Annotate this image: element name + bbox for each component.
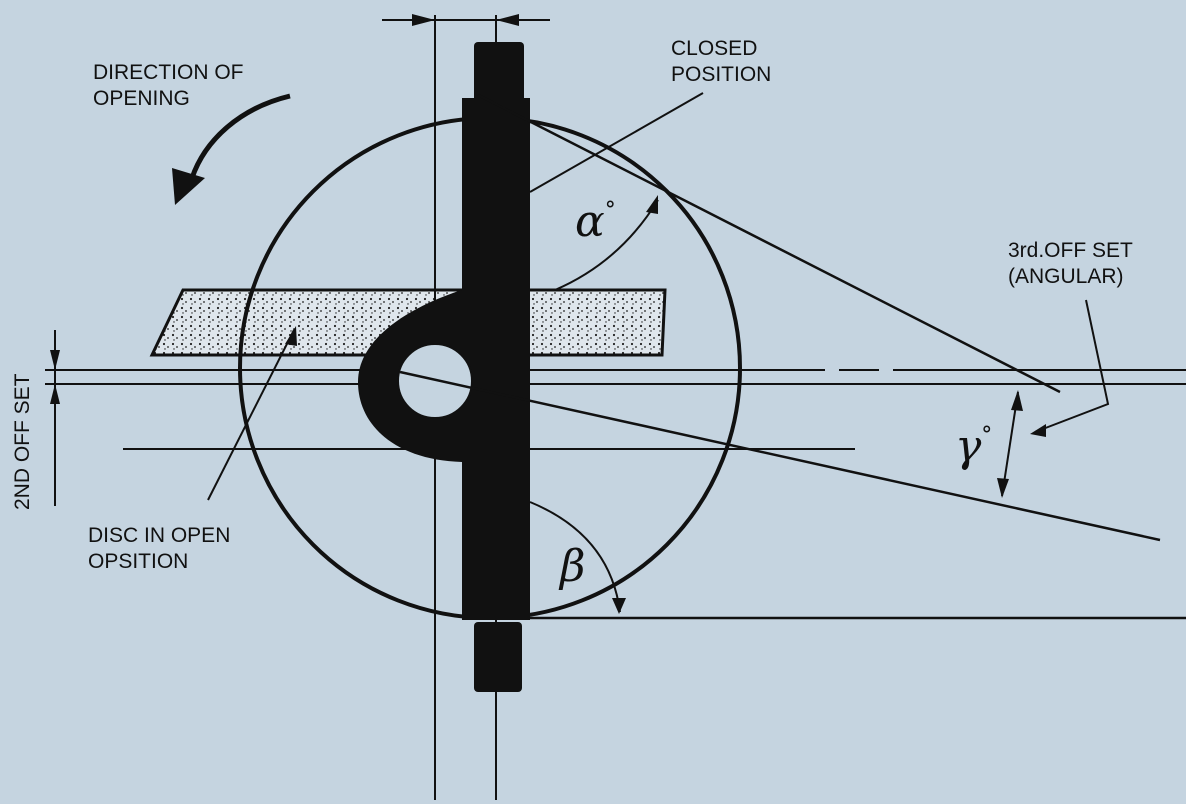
3rd-offset-leader bbox=[1034, 299, 1110, 433]
2nd-offset-arrow-top bbox=[50, 350, 60, 370]
disc-open-label: DISC IN OPEN OPSITION bbox=[88, 523, 230, 575]
3rd-offset-leader-arrow bbox=[1030, 424, 1046, 437]
beta-arrow bbox=[612, 598, 626, 614]
gamma-symbol: γ° bbox=[955, 425, 992, 469]
alpha-arc bbox=[554, 199, 659, 291]
disc-open-leader bbox=[207, 329, 295, 501]
gamma-line bbox=[399, 370, 1161, 542]
alpha-arrow bbox=[646, 195, 658, 214]
direction-arrow-head bbox=[172, 168, 205, 205]
alpha-symbol: α° bbox=[575, 200, 616, 244]
alpha-degree: ° bbox=[604, 198, 616, 223]
direction-label: DIRECTION OF OPENING bbox=[93, 60, 244, 112]
disc-open-label-line1: DISC IN OPEN bbox=[88, 524, 231, 547]
2nd-offset-arrow-bottom bbox=[50, 384, 60, 404]
dim-arrow-right bbox=[496, 14, 519, 26]
closed-label-line2: POSITION bbox=[671, 63, 772, 86]
gamma-degree: ° bbox=[981, 423, 993, 448]
third-offset-label-line2: (ANGULAR) bbox=[1008, 265, 1124, 288]
direction-arrow bbox=[189, 93, 291, 179]
shaft-bottom bbox=[474, 622, 522, 692]
gamma-arrow-top bbox=[1011, 390, 1023, 411]
closed-label: CLOSED POSITION bbox=[671, 36, 771, 88]
disc-open-label-line2: OPSITION bbox=[88, 550, 189, 573]
direction-label-line1: DIRECTION OF bbox=[93, 61, 244, 84]
third-offset-label-line1: 3rd.OFF SET bbox=[1008, 239, 1133, 262]
closed-label-line1: CLOSED bbox=[671, 37, 758, 60]
closed-leader bbox=[529, 92, 704, 193]
disc-open-leader-arrow bbox=[285, 326, 297, 346]
beta-symbol: β bbox=[560, 545, 585, 589]
direction-label-line2: OPENING bbox=[93, 87, 190, 110]
alpha-glyph: α bbox=[575, 196, 605, 247]
alpha-line bbox=[477, 93, 1061, 394]
second-offset-label: 2ND OFF SET bbox=[11, 373, 34, 510]
gamma-arrow-bottom bbox=[997, 478, 1009, 498]
dim-arrow-left bbox=[412, 14, 435, 26]
third-offset-label: 3rd.OFF SET (ANGULAR) bbox=[1008, 238, 1133, 290]
disc-closed-position bbox=[462, 98, 530, 620]
beta-arc bbox=[529, 501, 621, 613]
beta-glyph: β bbox=[560, 541, 586, 592]
gamma-glyph: γ bbox=[955, 421, 982, 472]
